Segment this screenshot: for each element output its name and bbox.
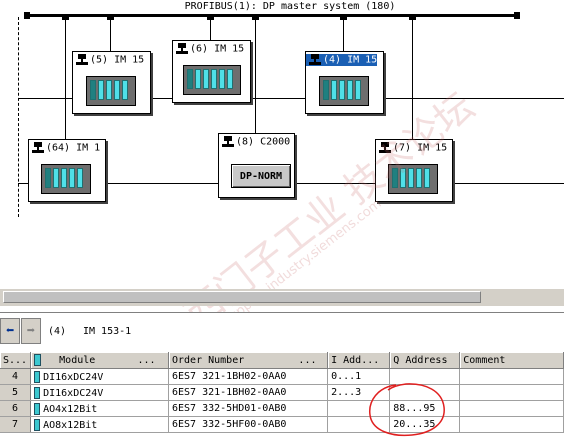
station-label: (64) IM 1 <box>29 142 100 154</box>
bus-tap <box>107 16 114 20</box>
station-drop-line <box>343 17 344 51</box>
cell-module[interactable]: AO4x12Bit <box>30 400 169 417</box>
detail-station-name: IM 153-1 <box>83 326 132 337</box>
detail-station-number: (4) <box>48 326 67 337</box>
table-row[interactable]: 5 DI16xDC24V 6ES7 321-1BH02-0AA0 2...3 <box>0 384 564 401</box>
col-header-order-number[interactable]: Order Number ... <box>168 352 329 369</box>
col-header-comment[interactable]: Comment <box>459 352 564 369</box>
dp-slave-icon <box>32 142 44 153</box>
station-4-im153[interactable]: (4) IM 15 <box>305 51 384 114</box>
dp-slave-icon <box>176 43 188 54</box>
rack <box>319 76 369 106</box>
cell-module[interactable]: AO8x12Bit <box>30 416 169 433</box>
cell-q-address[interactable] <box>389 384 461 401</box>
bus-tap <box>409 16 416 20</box>
table-header-row: S... Module ... Order Number ... I Add..… <box>0 352 564 369</box>
dp-slave-icon <box>76 54 88 65</box>
table-row[interactable]: 6 AO4x12Bit 6ES7 332-5HD01-0AB0 88...95 <box>0 400 564 417</box>
bus-tap <box>252 16 259 20</box>
station-5-im153[interactable]: (5) IM 15 <box>72 51 151 114</box>
bus-end-marker <box>514 12 520 19</box>
rack <box>86 76 136 106</box>
bus-left-drop <box>18 17 20 217</box>
rack <box>183 65 241 95</box>
station-drop-line <box>412 17 413 139</box>
cell-slot: 7 <box>0 416 32 433</box>
col-header-slot[interactable]: S... <box>0 352 32 369</box>
station-7-im153[interactable]: (7) IM 15 <box>375 139 453 202</box>
dp-slave-icon <box>309 54 321 65</box>
station-64-im1[interactable]: (64) IM 1 <box>28 139 106 202</box>
cell-order-number[interactable]: 6ES7 321-1BH02-0AA0 <box>168 384 329 401</box>
cell-i-address[interactable] <box>327 416 391 433</box>
cell-slot: 4 <box>0 368 32 385</box>
cell-comment[interactable] <box>459 400 564 417</box>
network-title: PROFIBUS(1): DP master system (180) <box>184 1 396 12</box>
dp-norm-module: DP-NORM <box>231 164 291 188</box>
station-label: (5) IM 15 <box>73 54 144 66</box>
module-config-table: S... Module ... Order Number ... I Add..… <box>0 352 564 433</box>
rack <box>41 164 91 194</box>
cell-q-address[interactable] <box>389 368 461 385</box>
col-header-q-address[interactable]: Q Address <box>389 352 461 369</box>
station-drop-line <box>255 17 256 133</box>
station-label: (4) IM 15 <box>306 54 378 66</box>
cell-module[interactable]: DI16xDC24V <box>30 384 169 401</box>
cell-q-address[interactable]: 88...95 <box>389 400 461 417</box>
nav-back-arrow-icon[interactable]: ⬅ <box>0 318 20 344</box>
cell-slot: 5 <box>0 384 32 401</box>
scrollbar-thumb[interactable] <box>3 291 481 303</box>
nav-forward-arrow-icon[interactable]: ➡ <box>21 318 41 344</box>
cell-order-number[interactable]: 6ES7 332-5HF00-0AB0 <box>168 416 329 433</box>
table-row[interactable]: 7 AO8x12Bit 6ES7 332-5HF00-0AB0 20...35 <box>0 416 564 433</box>
cell-comment[interactable] <box>459 384 564 401</box>
bus-tap <box>207 16 214 20</box>
station-drop-line <box>65 17 66 139</box>
cell-order-number[interactable]: 6ES7 321-1BH02-0AA0 <box>168 368 329 385</box>
bus-segment-line <box>18 98 564 99</box>
profibus-bus-line[interactable] <box>30 14 516 17</box>
rack <box>388 164 438 194</box>
station-drop-line <box>110 17 111 51</box>
bus-end-marker <box>24 12 30 19</box>
cell-module[interactable]: DI16xDC24V <box>30 368 169 385</box>
table-row[interactable]: 4 DI16xDC24V 6ES7 321-1BH02-0AA0 0...1 <box>0 368 564 385</box>
cell-slot: 6 <box>0 400 32 417</box>
station-drop-line <box>210 17 211 40</box>
cell-i-address[interactable]: 0...1 <box>327 368 391 385</box>
bus-tap <box>340 16 347 20</box>
station-6-im153[interactable]: (6) IM 15 <box>172 40 251 103</box>
col-header-i-address[interactable]: I Add... <box>327 352 391 369</box>
dp-slave-icon <box>222 136 234 147</box>
module-icon <box>34 370 41 383</box>
bus-tap <box>62 16 69 20</box>
cell-comment[interactable] <box>459 368 564 385</box>
station-label: (8) C2000 <box>219 136 290 148</box>
dp-slave-icon <box>379 142 391 153</box>
col-header-module[interactable]: Module ... <box>30 352 169 369</box>
station-8-c2000[interactable]: (8) C2000 DP-NORM <box>218 133 295 198</box>
cell-order-number[interactable]: 6ES7 332-5HD01-0AB0 <box>168 400 329 417</box>
station-label: (7) IM 15 <box>376 142 447 154</box>
horizontal-scrollbar[interactable] <box>0 289 564 306</box>
module-icon <box>34 354 42 366</box>
annotation-circle <box>369 383 445 437</box>
cell-i-address[interactable] <box>327 400 391 417</box>
cell-comment[interactable] <box>459 416 564 433</box>
module-icon <box>34 402 41 415</box>
module-icon <box>34 418 41 431</box>
detail-nav-bar: ⬅ ➡ <box>0 318 564 346</box>
station-label: (6) IM 15 <box>173 43 244 55</box>
module-icon <box>34 386 41 399</box>
